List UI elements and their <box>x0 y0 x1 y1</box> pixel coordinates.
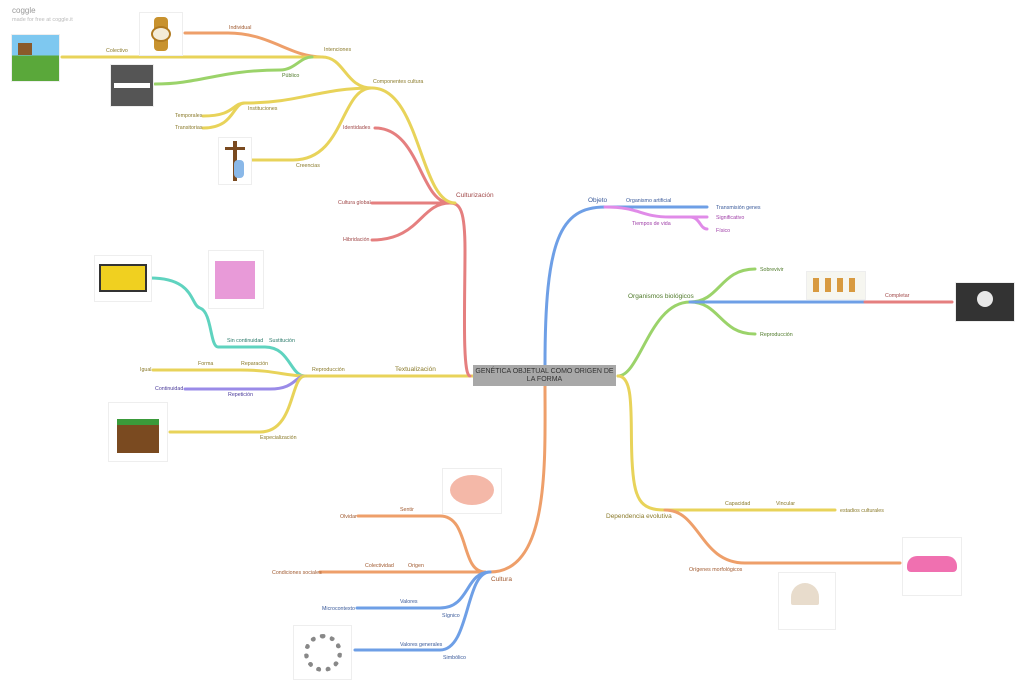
node-textualizacion[interactable]: Textualización <box>395 366 436 373</box>
wallet-image <box>108 402 168 462</box>
node-publico[interactable]: Público <box>282 73 299 79</box>
coggle-brand[interactable]: coggle made for free at coggle.it <box>12 6 73 23</box>
node-vincular[interactable]: Vincular <box>776 501 795 507</box>
node-valores-generales[interactable]: Valores generales <box>400 642 443 648</box>
stroller-image <box>778 572 836 630</box>
node-significativo[interactable]: Significativo <box>716 215 744 221</box>
node-sustitucion[interactable]: Sustitución <box>269 338 295 344</box>
tagline: made for free at coggle.it <box>12 17 73 23</box>
node-colectivo[interactable]: Colectivo <box>106 48 128 54</box>
node-cultura[interactable]: Cultura <box>491 576 512 583</box>
node-creencias[interactable]: Creencias <box>296 163 320 169</box>
node-continuidad[interactable]: Continuidad <box>155 386 183 392</box>
node-colectividad[interactable]: Colectividad <box>365 563 394 569</box>
crucifix-image <box>218 137 252 185</box>
node-simbolico[interactable]: Simbólico <box>443 655 466 661</box>
node-reparacion[interactable]: Reparación <box>241 361 268 367</box>
node-fisico[interactable]: Físico <box>716 228 730 234</box>
node-sobrevivir[interactable]: Sobrevivir <box>760 267 784 273</box>
node-tiempos-de-vida[interactable]: Tiempos de vida <box>632 221 671 227</box>
node-individual[interactable]: Individual <box>229 25 251 31</box>
node-transmision-genes[interactable]: Transmisión genes <box>716 205 761 211</box>
people-circle-image <box>293 625 352 680</box>
pink-car-image <box>902 537 962 596</box>
node-capacidad[interactable]: Capacidad <box>725 501 750 507</box>
node-origen[interactable]: Origen <box>408 563 424 569</box>
parking-image <box>110 64 154 107</box>
watch-image <box>139 12 183 56</box>
skull-image <box>955 282 1015 322</box>
brain-image <box>442 468 502 514</box>
node-temporales[interactable]: Temporales <box>175 113 203 119</box>
node-reproduccion[interactable]: Reproducción <box>312 367 345 373</box>
node-olvidar[interactable]: Olvidar <box>340 514 357 520</box>
node-valores[interactable]: Valores <box>400 599 418 605</box>
giraffes-image <box>806 271 866 300</box>
central-node[interactable]: GENÉTICA OBJETUAL COMO ORIGEN DE LA FORM… <box>473 365 616 386</box>
logo: coggle <box>12 6 36 15</box>
node-dependencia-evolutiva[interactable]: Dependencia evolutiva <box>606 513 672 520</box>
node-signico[interactable]: Sígnico <box>442 613 460 619</box>
node-hibridacion[interactable]: Hibridación <box>343 237 370 243</box>
node-completar[interactable]: Completar <box>885 293 910 299</box>
node-cultura-global[interactable]: Cultura global <box>338 200 371 206</box>
node-intenciones[interactable]: Intenciones <box>324 47 351 53</box>
branches <box>60 31 954 652</box>
node-objeto[interactable]: Objeto <box>588 197 608 204</box>
node-sentir[interactable]: Sentir <box>400 507 414 513</box>
node-organismos-biologicos[interactable]: Organismos biológicos <box>628 293 695 300</box>
node-estadios-culturales[interactable]: estadios culturales <box>840 508 884 514</box>
node-especializacion[interactable]: Especialización <box>260 435 297 441</box>
node-identidades[interactable]: Identidades <box>343 125 371 131</box>
node-microcontexto[interactable]: Microcontexto <box>322 606 355 612</box>
node-forma[interactable]: Forma <box>198 361 213 367</box>
node-igual[interactable]: Igual <box>140 367 152 373</box>
node-transitorias[interactable]: Transitorias <box>175 125 203 131</box>
node-componentes-cultura[interactable]: Componentes cultura <box>373 79 423 85</box>
cashier-image <box>208 250 264 309</box>
labels: Textualización Culturización Identidades… <box>106 25 910 661</box>
node-origenes-morfologicos[interactable]: Orígenes morfológicos <box>689 567 743 573</box>
node-sin-continuidad[interactable]: Sin continuidad <box>227 338 263 344</box>
node-culturizacion[interactable]: Culturización <box>456 192 494 199</box>
node-organismo-artificial[interactable]: Organismo artificial <box>626 198 671 204</box>
node-reproduccion-bio[interactable]: Reproducción <box>760 332 793 338</box>
node-repeticion[interactable]: Repetición <box>228 392 253 398</box>
microwave-image <box>94 255 152 302</box>
treehouse-image <box>11 34 60 82</box>
node-instituciones[interactable]: Instituciones <box>248 106 278 112</box>
node-condiciones-sociales[interactable]: Condiciones sociales <box>272 570 322 576</box>
